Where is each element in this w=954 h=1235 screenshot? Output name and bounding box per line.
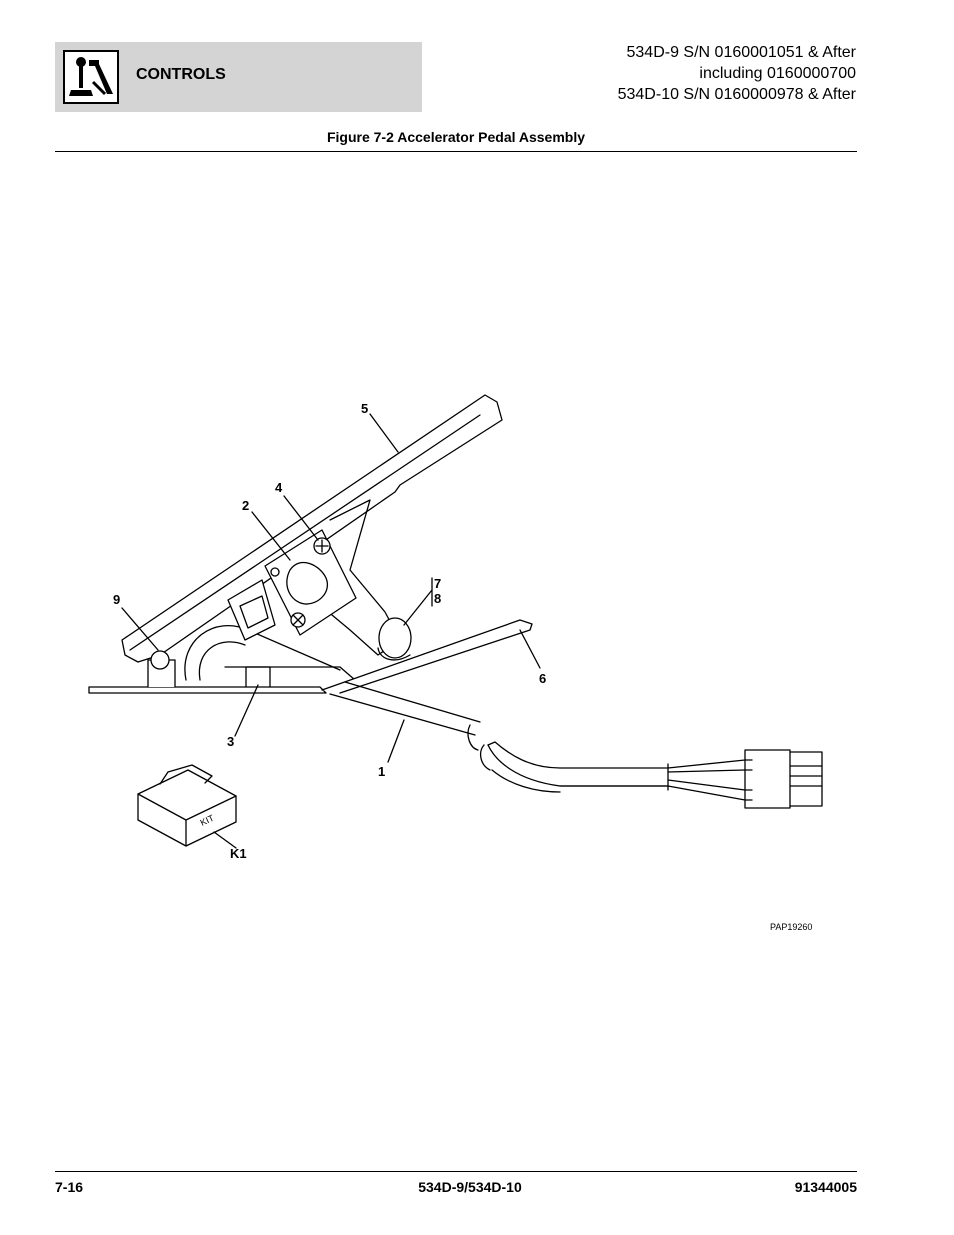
- joystick-control-icon: [63, 50, 119, 104]
- callout-1: 1: [378, 764, 385, 779]
- kit-box-label: KIT: [199, 813, 216, 828]
- section-header: CONTROLS: [55, 42, 422, 112]
- callout-7: 7: [434, 576, 441, 591]
- serial-line: 534D-10 S/N 0160000978 & After: [617, 86, 856, 103]
- callout-9: 9: [113, 592, 120, 607]
- serial-line: 534D-9 S/N 0160001051 & After: [626, 44, 857, 61]
- footer-divider: [55, 1171, 857, 1172]
- callout-6: 6: [539, 671, 546, 686]
- callout-3: 3: [227, 734, 234, 749]
- serial-applicability: 534D-9 S/N 0160001051 & After including …: [618, 42, 856, 105]
- figure-reference: PAP19260: [770, 922, 812, 932]
- callout-2: 2: [242, 498, 249, 513]
- header-divider: [55, 151, 857, 152]
- callout-5: 5: [361, 401, 368, 416]
- callout-4: 4: [275, 480, 283, 495]
- page-number: 7-16: [55, 1179, 84, 1195]
- callout-8: 8: [434, 591, 441, 606]
- serial-line: including 0160000700: [699, 65, 856, 82]
- section-title: CONTROLS: [136, 66, 226, 83]
- document-number: 91344005: [794, 1179, 857, 1195]
- callout-k1: K1: [230, 846, 247, 861]
- model-name: 534D-9/534D-10: [418, 1179, 522, 1195]
- figure-caption: Figure 7-2 Accelerator Pedal Assembly: [326, 129, 586, 145]
